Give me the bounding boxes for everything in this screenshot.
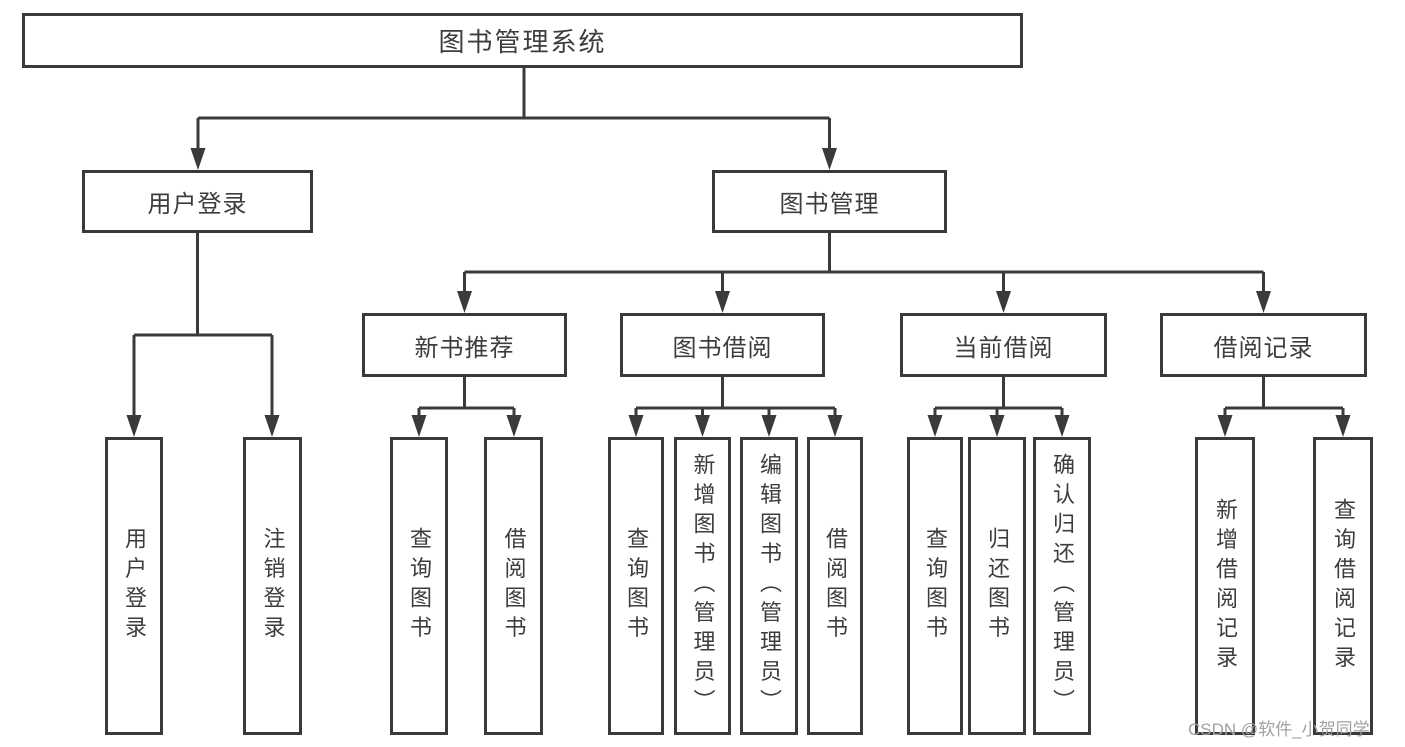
- connector-user-login-branch: [126, 233, 280, 437]
- node-current-borrowing: 当前借阅: [900, 313, 1107, 377]
- connector-current-borrowing-branch: [927, 377, 1070, 437]
- node-label: 查询图书: [923, 527, 948, 645]
- node-label: 编辑图书（管理员）: [757, 453, 782, 719]
- connector-book-management-branch: [457, 233, 1271, 313]
- node-label: 查询借阅记录: [1331, 497, 1356, 675]
- connector-book-borrowing-branch: [628, 377, 843, 437]
- node-label: 借阅图书: [501, 527, 527, 645]
- node-book-management: 图书管理: [712, 170, 947, 233]
- node-user-login-action: 用户登录: [105, 437, 163, 735]
- node-label: 当前借阅: [953, 334, 1054, 362]
- node-edit-books-admin: 编辑图书（管理员）: [740, 437, 798, 735]
- node-label: 图书管理系统: [438, 27, 607, 57]
- node-label: 确认归还（管理员）: [1050, 453, 1075, 719]
- node-borrowing-records: 借阅记录: [1160, 313, 1367, 377]
- node-label: 新增图书（管理员）: [690, 453, 716, 719]
- node-label: 新书推荐: [414, 334, 515, 362]
- node-label: 用户登录: [122, 527, 147, 645]
- node-label: 新增借阅记录: [1213, 497, 1238, 675]
- node-query-books-borrowing: 查询图书: [608, 437, 664, 735]
- connector-new-book-branch: [411, 377, 522, 437]
- node-query-books-current: 查询图书: [907, 437, 963, 735]
- node-label: 图书借阅: [672, 334, 773, 362]
- node-label: 用户登录: [147, 191, 248, 218]
- node-user-login: 用户登录: [82, 170, 313, 233]
- node-label: 借阅记录: [1213, 334, 1314, 362]
- node-query-books-recommend: 查询图书: [390, 437, 448, 735]
- node-add-borrow-record: 新增借阅记录: [1195, 437, 1255, 735]
- node-label: 图书管理: [779, 191, 880, 218]
- connector-root-to-level2: [190, 68, 837, 170]
- node-add-books-admin: 新增图书（管理员）: [674, 437, 731, 735]
- node-borrow-books-recommend: 借阅图书: [484, 437, 543, 735]
- node-book-management-system: 图书管理系统: [22, 13, 1023, 68]
- node-label: 查询图书: [624, 527, 649, 645]
- node-return-books: 归还图书: [968, 437, 1026, 735]
- node-query-borrow-record: 查询借阅记录: [1313, 437, 1373, 735]
- node-label: 借阅图书: [823, 527, 848, 645]
- node-label: 查询图书: [407, 527, 432, 645]
- node-book-borrowing: 图书借阅: [620, 313, 825, 377]
- node-label: 注销登录: [260, 527, 286, 645]
- node-confirm-return-admin: 确认归还（管理员）: [1033, 437, 1091, 735]
- csdn-watermark: CSDN @软件_小贺同学: [1188, 720, 1370, 739]
- connector-borrowing-records-branch: [1217, 377, 1351, 437]
- node-new-book-recommendation: 新书推荐: [362, 313, 567, 377]
- node-borrow-books: 借阅图书: [807, 437, 863, 735]
- node-logout: 注销登录: [243, 437, 302, 735]
- node-label: 归还图书: [985, 527, 1010, 645]
